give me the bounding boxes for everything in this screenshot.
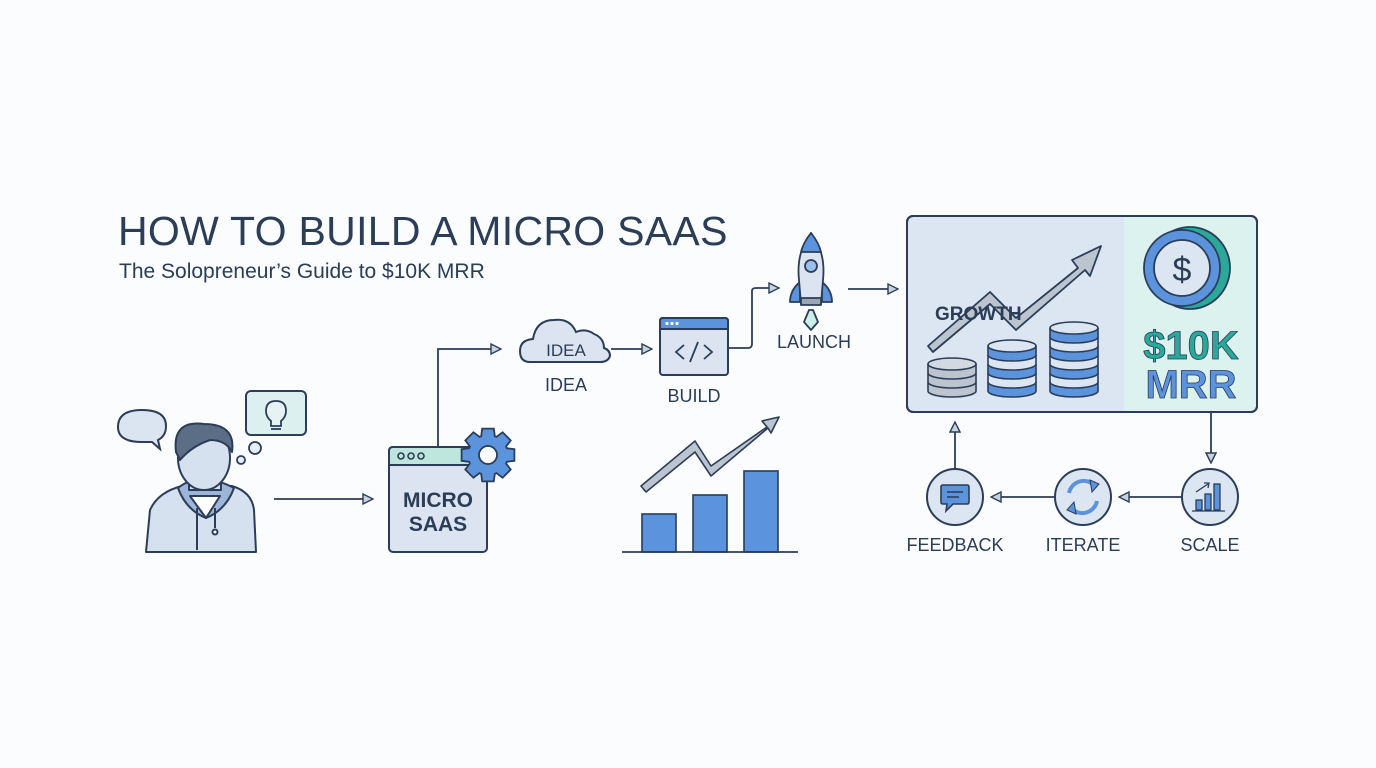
micro-saas-label-line2: SAAS bbox=[409, 513, 467, 536]
thought-dot bbox=[236, 455, 246, 465]
build-label: BUILD bbox=[667, 386, 721, 406]
arrow-build-to-launch bbox=[729, 288, 778, 349]
feedback-node[interactable] bbox=[926, 468, 984, 526]
feedback-label: FEEDBACK bbox=[906, 535, 1004, 555]
rocket-icon bbox=[789, 232, 833, 331]
goal-amount: $10K bbox=[1143, 324, 1239, 368]
gear-icon bbox=[460, 427, 516, 483]
lightbulb-icon bbox=[245, 390, 307, 436]
idea-label: IDEA bbox=[544, 375, 588, 395]
person-icon bbox=[145, 422, 257, 553]
growth-arrow bbox=[927, 245, 1102, 353]
chat-icon bbox=[940, 484, 970, 514]
idea-cloud-label: IDEA bbox=[546, 341, 586, 360]
coin-stack bbox=[987, 339, 1037, 398]
bar bbox=[641, 513, 677, 553]
growth-label: GROWTH bbox=[935, 304, 1022, 325]
bar-chart-icon bbox=[1192, 482, 1225, 512]
code-window-icon bbox=[659, 317, 729, 376]
svg-text:$: $ bbox=[1173, 251, 1192, 289]
page-subtitle: The Solopreneur’s Guide to $10K MRR bbox=[119, 260, 485, 283]
growth-bar-chart bbox=[622, 416, 798, 553]
scale-node[interactable] bbox=[1181, 468, 1239, 526]
scale-label: SCALE bbox=[1180, 535, 1240, 555]
dollar-coin-icon: $ bbox=[1143, 226, 1231, 310]
iterate-node[interactable] bbox=[1054, 468, 1112, 526]
coin-stack bbox=[927, 357, 977, 398]
bar bbox=[743, 470, 779, 553]
coin-stacks bbox=[927, 321, 1099, 398]
micro-saas-label-line1: MICRO bbox=[403, 489, 473, 512]
iterate-label: ITERATE bbox=[1045, 535, 1121, 555]
coin-stack bbox=[1049, 321, 1099, 398]
arrow-to-idea bbox=[437, 349, 500, 447]
refresh-icon bbox=[1066, 478, 1100, 516]
page-title: HOW TO BUILD A MICRO SAAS bbox=[118, 208, 728, 254]
thought-dot bbox=[248, 441, 262, 455]
cloud-icon bbox=[518, 318, 612, 363]
goal-unit: MRR bbox=[1145, 363, 1236, 407]
speech-bubble-icon bbox=[116, 408, 168, 452]
launch-label: LAUNCH bbox=[776, 332, 852, 352]
growth-arrow bbox=[640, 416, 780, 493]
bar bbox=[692, 494, 728, 553]
